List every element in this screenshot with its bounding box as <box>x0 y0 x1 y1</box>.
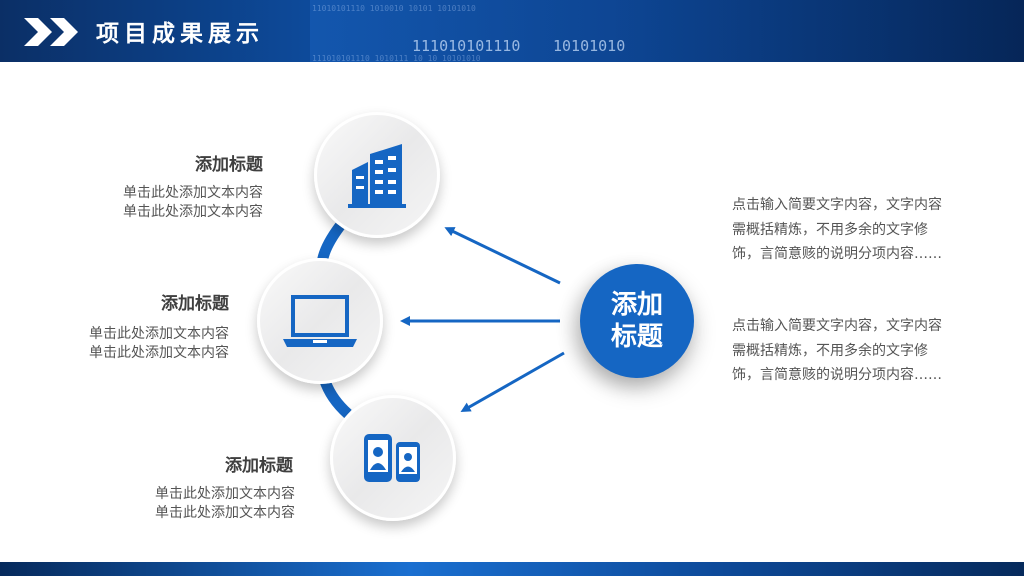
binary-faint-text: 11010101110 1010010 10101 10101010 <box>312 4 476 13</box>
arrow-to-top <box>444 227 561 285</box>
item-desc-line: 单击此处添加文本内容 <box>123 185 263 201</box>
node-building <box>314 112 440 238</box>
footer-bar <box>0 562 1024 576</box>
header-banner: 11010101110 1010010 10101 10101010 11101… <box>0 0 1024 62</box>
binary-text: 111010101110 <box>412 37 521 55</box>
right-paragraph-1: 点击输入简要文字内容，文字内容需概括精炼，不用多余的文字修饰，言简意赅的说明分项… <box>732 197 942 262</box>
building-icon <box>348 144 406 208</box>
item-desc-line: 单击此处添加文本内容 <box>155 486 295 502</box>
right-paragraph-2: 点击输入简要文字内容，文字内容需概括精炼，不用多余的文字修饰，言简意赅的说明分项… <box>732 318 942 383</box>
item-desc-2: 单击此处添加文本内容 单击此处添加文本内容 <box>29 325 229 363</box>
item-desc-line: 单击此处添加文本内容 <box>89 326 229 342</box>
double-chevron-icon <box>24 18 78 46</box>
item-desc-3: 单击此处添加文本内容 单击此处添加文本内容 <box>95 485 295 523</box>
center-label: 添加标题 <box>610 290 663 352</box>
page-title: 项目成果展示 <box>96 21 264 47</box>
arrow-to-bottom <box>460 351 565 412</box>
item-desc-line: 单击此处添加文本内容 <box>155 505 295 521</box>
item-desc-line: 单击此处添加文本内容 <box>123 204 263 220</box>
node-mobile-users <box>330 395 456 521</box>
header-overlay <box>310 0 1024 62</box>
laptop-icon <box>283 295 357 347</box>
node-laptop <box>257 258 383 384</box>
item-title-3: 添加标题 <box>225 456 293 476</box>
binary-faint-text: 111010101110 1010111 10 10 10101010 <box>312 54 481 62</box>
item-desc-line: 单击此处添加文本内容 <box>89 345 229 361</box>
mobile-users-icon <box>364 434 420 482</box>
binary-text: 10101010 <box>553 37 626 55</box>
item-desc-1: 单击此处添加文本内容 单击此处添加文本内容 <box>63 184 263 222</box>
center-node: 添加标题 <box>580 264 694 378</box>
item-title-2: 添加标题 <box>161 294 229 314</box>
item-title-1: 添加标题 <box>195 155 263 175</box>
